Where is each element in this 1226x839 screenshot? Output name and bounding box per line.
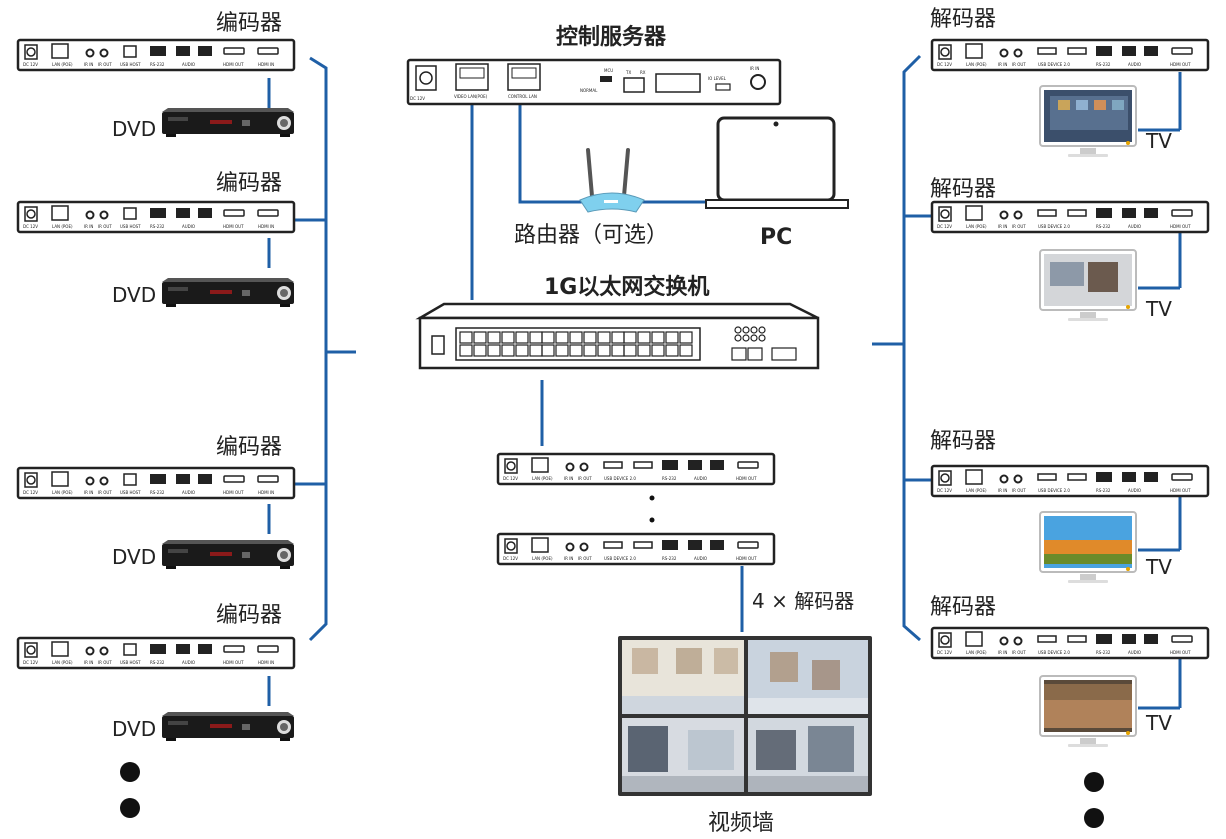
control-server: 控制服务器 DC 12V VIDEO LAN(POE) CONTROL LAN … [406, 24, 782, 106]
decoder-center-1 [496, 452, 776, 486]
tv-label: TV [1145, 129, 1172, 153]
switch-label: 1G以太网交换机 [544, 274, 709, 300]
more-dot [649, 495, 655, 501]
svg-text:NORMAL: NORMAL [580, 88, 598, 93]
encoder-label: 编码器 [216, 11, 282, 36]
tv-label: TV [1145, 555, 1172, 579]
svg-text:DC 12V: DC 12V [410, 96, 425, 101]
decoder-device-2: 解码器 [930, 177, 1210, 234]
video-wall-screen-1 [622, 640, 744, 714]
tv-2: TV [1039, 249, 1172, 322]
more-dot [1084, 772, 1104, 792]
encoder-device-2: 编码器 [16, 171, 296, 234]
encoder-device-3: 编码器 [16, 435, 296, 500]
more-dot [1084, 808, 1104, 828]
more-dot [120, 798, 140, 818]
more-dot [649, 517, 655, 523]
decoder-device-1: 解码器 [930, 7, 1210, 72]
decoder-label: 解码器 [930, 7, 996, 32]
svg-text:MCU: MCU [604, 68, 613, 73]
encoder-device-4: 编码器 [16, 603, 296, 670]
dvd-player-2: DVD [112, 278, 294, 307]
left-bus [267, 56, 356, 706]
more-dot [120, 762, 140, 782]
tv-label: TV [1145, 711, 1172, 735]
tv-1: TV [1039, 85, 1172, 158]
pc-laptop: PC [705, 116, 849, 250]
router-label: 路由器（可选） [514, 223, 668, 248]
decoder-label: 解码器 [930, 429, 996, 454]
svg-text:IO LEVEL: IO LEVEL [708, 76, 727, 81]
tv-3: TV [1039, 511, 1172, 584]
decoder-label: 解码器 [930, 595, 996, 620]
control-server-label: 控制服务器 [556, 24, 667, 50]
svg-text:TX: TX [625, 70, 631, 75]
decoder-device-4: 解码器 [930, 595, 1210, 660]
right-bus [872, 54, 1182, 710]
svg-text:IR IN: IR IN [750, 66, 759, 71]
encoder-label: 编码器 [216, 603, 282, 628]
video-wall: 视频墙 [618, 636, 872, 836]
dvd-label: DVD [112, 283, 156, 307]
tv-label: TV [1145, 297, 1172, 321]
video-wall-screen-3 [622, 718, 744, 792]
dvd-player-4: DVD [112, 712, 294, 741]
pc-label: PC [760, 225, 792, 250]
svg-text:VIDEO LAN(POE): VIDEO LAN(POE) [454, 94, 488, 99]
tv-4: TV [1039, 675, 1172, 748]
dvd-player-3: DVD [112, 540, 294, 569]
decoder-device-3: 解码器 [930, 429, 1210, 498]
video-wall-label: 视频墙 [708, 811, 774, 836]
decoder-center-2 [496, 532, 776, 566]
switch-ports [459, 331, 693, 357]
encoder-device-1: 编码器 [16, 11, 296, 72]
encoder-label: 编码器 [216, 171, 282, 196]
svg-text:CONTROL LAN: CONTROL LAN [508, 94, 537, 99]
router: 路由器（可选） [514, 148, 668, 248]
center-links [470, 104, 744, 632]
decoder-count-label: 4 × 解码器 [752, 589, 854, 613]
dvd-label: DVD [112, 717, 156, 741]
decoder-label: 解码器 [930, 177, 996, 202]
encoder-label: 编码器 [216, 435, 282, 460]
video-wall-screen-2 [748, 640, 868, 714]
dvd-label: DVD [112, 117, 156, 141]
dvd-label: DVD [112, 545, 156, 569]
dvd-player-1: DVD [112, 108, 294, 141]
video-wall-screen-4 [748, 718, 868, 792]
svg-text:RX: RX [640, 70, 646, 75]
ethernet-switch: 1G以太网交换机 [415, 274, 820, 370]
